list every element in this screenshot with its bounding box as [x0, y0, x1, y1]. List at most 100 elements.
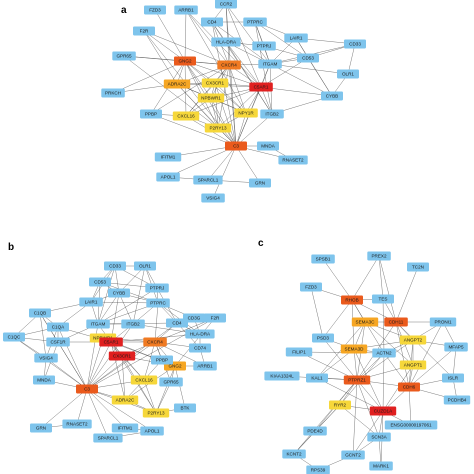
node-pcdhb4: PCDHB4 — [443, 395, 471, 405]
node-c3: C3 — [76, 384, 98, 394]
edge-itgam-cybb — [269, 63, 333, 97]
node-gpr65: GPR65 — [159, 377, 183, 387]
node-label: MNDA — [37, 378, 51, 383]
edge-cxcr4-c3 — [228, 64, 237, 147]
node-label: PTPRC — [150, 301, 166, 306]
node-label: C5AR1 — [104, 340, 119, 345]
node-box — [444, 342, 468, 352]
edge-cd53-cybb — [307, 57, 333, 97]
node-box — [142, 408, 170, 418]
node-box — [99, 337, 123, 347]
node-c5ar1: C5AR1 — [249, 82, 273, 92]
node-label: ITGB2 — [126, 322, 140, 327]
node-box — [278, 155, 308, 165]
edge-ccr2-c3 — [225, 3, 237, 147]
node-apol1: APOL1 — [140, 426, 164, 436]
node-label: CCR2 — [220, 2, 233, 7]
edge-ryr2-scn3a — [339, 404, 380, 438]
node-proni1: PRONI1 — [429, 317, 457, 327]
edge-adra2c-c3 — [176, 83, 237, 147]
node-cd53: CD53 — [297, 53, 319, 63]
node-box — [146, 298, 170, 308]
node-mnda: MNDA — [257, 141, 279, 151]
node-box — [285, 347, 313, 357]
node-label: PCDHB4 — [448, 398, 467, 403]
node-box — [249, 178, 271, 188]
node-label: PPBP — [145, 112, 157, 117]
node-label: F2R — [140, 29, 149, 34]
node-lair1: LAIR1 — [284, 33, 308, 43]
edge-vsig4-c3 — [45, 357, 88, 390]
node-label: C5AR1 — [254, 85, 269, 90]
node-label: GPR65 — [116, 54, 132, 59]
edge-c1qa-c3 — [57, 326, 88, 390]
edge-c3-grn — [235, 145, 261, 184]
node-box — [369, 406, 397, 416]
edge-cdh11-cdh6 — [395, 321, 410, 388]
edge-cdh11-islr — [395, 321, 454, 379]
node-label: PTPRJ — [257, 44, 272, 49]
node-box — [140, 109, 162, 119]
node-apol1: APOL1 — [156, 172, 180, 182]
node-box — [337, 69, 359, 79]
edge-gng2-prkch — [112, 60, 186, 94]
node-box — [234, 108, 258, 118]
node-sema3d: SEMA3D — [340, 344, 368, 354]
edge-f2r-gng2 — [174, 317, 216, 367]
node-box — [407, 262, 429, 272]
node-mark1: MARK1 — [369, 461, 393, 471]
edge-c3-rnaset2 — [76, 388, 88, 425]
edge-angpt2-ptprz1 — [356, 339, 414, 381]
panel-a-label: a — [121, 5, 127, 16]
edge-psd3-ptprz1 — [322, 337, 358, 381]
node-label: PTPRZ1 — [348, 378, 366, 383]
node-islr: ISLR — [442, 373, 464, 383]
edge-sema3d-kal1 — [316, 348, 355, 379]
edge-ccr2-itgam — [225, 3, 271, 65]
node-label: C3 — [84, 387, 90, 392]
node-ensg00000197061: ENSG00000197061 — [384, 420, 438, 430]
edge-cxcr4-npy1r — [228, 64, 247, 114]
node-label: LAIR1 — [85, 300, 98, 305]
node-box — [252, 41, 276, 51]
node-box — [367, 432, 391, 442]
edge-spsb1-rhob — [322, 258, 353, 301]
edge-fzd3-gng2 — [154, 9, 186, 62]
edge-arrb1-c5ar1 — [185, 9, 262, 88]
node-btk: BTK — [174, 403, 196, 413]
node-tes: TES — [372, 294, 394, 304]
node-cdh6: CDH6 — [398, 382, 420, 392]
node-label: ISLR — [448, 376, 459, 381]
panel-c-label: c — [258, 238, 264, 249]
node-box — [140, 426, 164, 436]
edge-ptprj-itgam — [97, 287, 158, 325]
node-angpt1: ANGPT1 — [399, 360, 427, 370]
edge-prex2-tes — [378, 255, 384, 300]
edge-cx3cr1-p2ry13 — [214, 82, 219, 129]
node-box — [372, 348, 396, 358]
node-label: ACTN2 — [376, 351, 392, 356]
node-cd3g: CD3G — [183, 313, 205, 323]
node-label: C1QA — [52, 325, 65, 330]
node-box — [340, 344, 368, 354]
node-box — [282, 449, 306, 459]
edge-c5ar1-c3 — [86, 341, 112, 390]
edge-c3-grn — [40, 388, 88, 429]
node-label: KCNT2 — [286, 452, 302, 457]
edge-f2r-adra2c — [143, 30, 178, 85]
edge-arrb1-gng2 — [184, 9, 187, 62]
node-label: APOL1 — [161, 175, 176, 180]
node-kiaa1324l: KIAA1324L — [264, 371, 300, 381]
node-label: CDH6 — [403, 385, 416, 390]
node-label: HLA-DRA — [190, 332, 211, 337]
node-gng2: GNG2 — [174, 56, 196, 66]
edge-rhob-psd3 — [322, 299, 353, 339]
edge-hla-dra-itgb2 — [225, 41, 273, 115]
node-box — [76, 384, 98, 394]
node-label: ITGAM — [91, 322, 106, 327]
node-cd33: CD33 — [104, 261, 126, 271]
node-vsig4: VSIG4 — [201, 193, 225, 203]
node-label: GRN — [255, 181, 265, 186]
node-gpr65: GPR65 — [112, 51, 136, 61]
node-label: OLR1 — [139, 264, 151, 269]
